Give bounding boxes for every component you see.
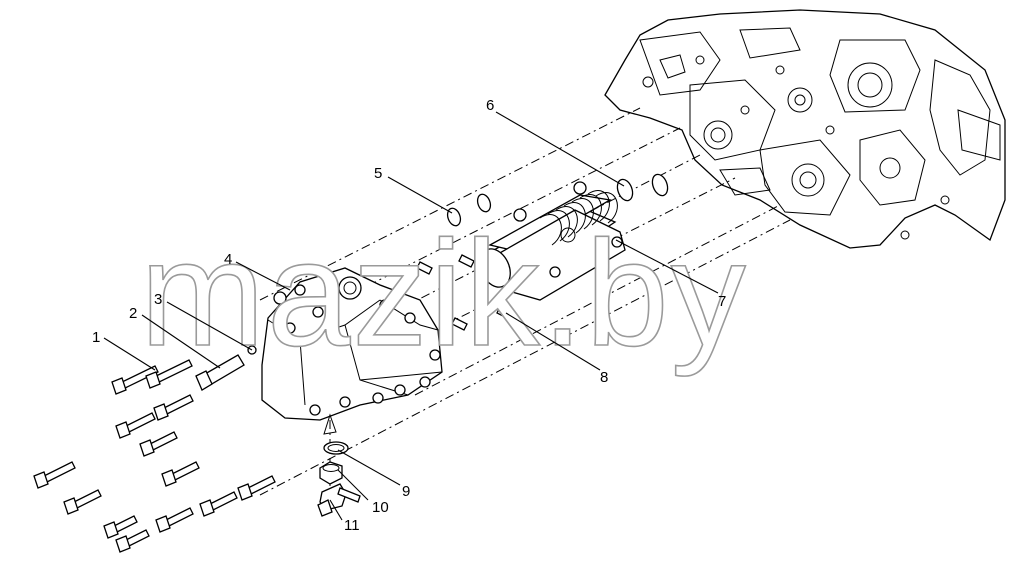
callout-2: 2: [129, 305, 137, 322]
watermark-text: mazik.by: [140, 209, 748, 377]
callout-9: 9: [402, 483, 410, 500]
o-rings: [323, 173, 669, 455]
callout-10: 10: [372, 499, 389, 516]
cooler-fins: [539, 190, 618, 246]
leader-lines: [103, 111, 719, 521]
callout-6: 6: [486, 97, 494, 114]
callout-4: 4: [224, 251, 232, 268]
callout-5: 5: [374, 165, 382, 182]
callout-7: 7: [718, 293, 726, 310]
callout-11: 11: [344, 517, 360, 534]
callout-labels: 1 2 3 4 5 6 7 8 9 10 11: [92, 97, 726, 534]
callout-8: 8: [600, 369, 608, 386]
engine-block: [604, 9, 1006, 249]
stud-and-washer: [195, 345, 257, 391]
oil-cooler-housing: [261, 267, 443, 435]
plug-and-drain-valve: [317, 461, 361, 517]
callout-1: 1: [92, 329, 100, 346]
small-screws: [416, 254, 513, 331]
bolts: [33, 359, 276, 553]
callout-3: 3: [154, 291, 162, 308]
oil-cooler-core: [479, 181, 626, 301]
